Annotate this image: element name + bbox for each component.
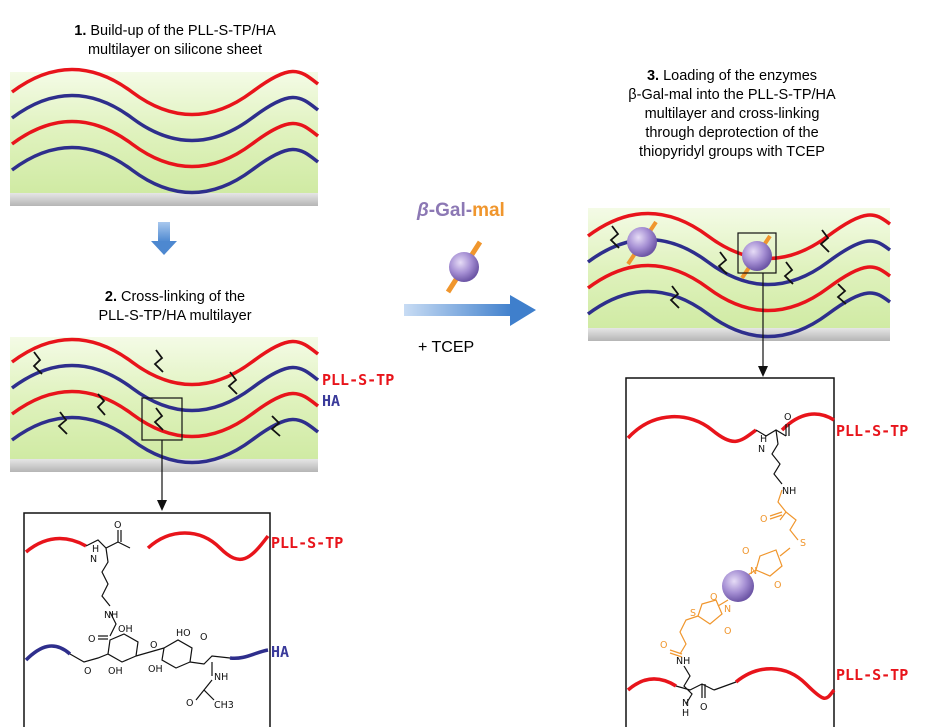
chem-oh: OH	[148, 664, 163, 675]
ha-layer	[10, 93, 320, 143]
panel-buildup	[10, 67, 320, 206]
enzyme-beta: β	[417, 200, 429, 221]
silicone-sheet	[10, 193, 318, 206]
step1-caption: 1. Build-up of the PLL-S-TP/HA multilaye…	[15, 22, 335, 60]
step3-line2: β-Gal-mal into the PLL-S-TP/HA	[628, 87, 836, 103]
chem-s: S	[800, 538, 806, 549]
step1-line1: Build-up of the PLL-S-TP/HA	[90, 23, 276, 39]
reagent-label: + TCEP	[418, 339, 475, 356]
chem-o: O	[760, 514, 767, 525]
enzyme-sphere	[722, 570, 754, 602]
chem-h: H	[92, 544, 99, 555]
chem-o: O	[700, 702, 707, 713]
pll-chain	[24, 536, 87, 554]
crosslinks	[32, 349, 281, 437]
ha-layer	[10, 415, 320, 465]
chem-o: O	[784, 412, 791, 423]
ha-chain	[229, 648, 269, 661]
zoom-detail-right: H N O NH NH O H N O S O N O O N O S O	[625, 377, 836, 727]
enzyme-mal: mal	[472, 200, 505, 221]
chem-o: O	[186, 698, 193, 709]
enzyme-loaded	[626, 220, 658, 266]
ha-label-mid: HA	[322, 392, 341, 410]
chem-n: N	[750, 566, 757, 577]
chem-n: N	[682, 698, 689, 709]
ha-layer	[10, 145, 320, 195]
step2-line2: PLL-S-TP/HA multilayer	[98, 308, 252, 324]
step3-line5: thiopyridyl groups with TCEP	[639, 144, 825, 160]
panel-loaded	[586, 208, 892, 377]
chem-oh: OH	[108, 666, 123, 677]
enzyme-loaded	[740, 234, 772, 280]
zoom-box	[737, 232, 777, 274]
pll-chain	[734, 667, 836, 700]
pll-chain	[626, 414, 758, 443]
chem-n: N	[758, 444, 765, 455]
chem-o: O	[660, 640, 667, 651]
main-arrow	[404, 295, 536, 326]
step3-caption: 3. Loading of the enzymes β-Gal-mal into…	[582, 67, 882, 162]
ha-label-zoom-left: HA	[271, 643, 290, 661]
chem-o: O	[88, 634, 95, 645]
step3-line3: multilayer and cross-linking	[644, 106, 820, 122]
down-arrow	[151, 222, 177, 255]
pll-label-mid: PLL-S-TP	[322, 371, 395, 389]
chem-ho: HO	[176, 628, 191, 639]
chem-o: O	[742, 546, 749, 557]
step3-line1: Loading of the enzymes	[663, 68, 818, 84]
enzyme-title: β-Gal-mal	[417, 200, 505, 222]
ha-layer	[586, 289, 892, 339]
zoom-detail-left: H N O NH O OH HO O O OH O OH NH O CH3	[23, 512, 271, 727]
panel-crosslinked	[10, 337, 320, 511]
step1-number: 1.	[74, 23, 87, 39]
crosslinks	[609, 225, 847, 309]
pll-label-zoom-right-top: PLL-S-TP	[836, 422, 909, 440]
chem-h: H	[760, 434, 767, 445]
chem-o: O	[710, 592, 717, 603]
pll-layer	[10, 337, 320, 387]
enzyme-molecule	[445, 240, 483, 294]
chem-h: H	[682, 708, 689, 719]
silicone-sheet	[588, 328, 890, 341]
chem-nh: NH	[782, 486, 796, 497]
chem-nh: NH	[104, 610, 118, 621]
chem-s: S	[690, 608, 696, 619]
step3-number: 3.	[646, 68, 660, 84]
chem-o: O	[150, 640, 157, 651]
chem-nh: NH	[676, 656, 690, 667]
pll-label-zoom-right-bottom: PLL-S-TP	[836, 666, 909, 684]
chem-n: N	[90, 554, 97, 565]
substrate-gel	[10, 337, 318, 462]
chem-o: O	[114, 520, 121, 531]
chem-n: N	[724, 604, 731, 615]
chem-nh: NH	[214, 672, 228, 683]
silicone-sheet	[10, 459, 318, 472]
pll-layer	[10, 119, 320, 169]
chem-o: O	[724, 626, 731, 637]
pll-chain	[626, 677, 677, 692]
chem-ch3: CH3	[214, 700, 234, 711]
chem-o: O	[200, 632, 207, 643]
step1-line2: multilayer on silicone sheet	[87, 42, 263, 58]
ha-chain	[24, 644, 72, 662]
pll-layer	[586, 263, 892, 313]
pll-chain	[146, 531, 270, 561]
enzyme-sphere	[449, 252, 479, 282]
chem-oh: OH	[118, 624, 133, 635]
step2-caption: 2. Cross-linking of the PLL-S-TP/HA mult…	[15, 288, 335, 326]
enzyme-gal: -Gal-	[428, 200, 473, 221]
pll-label-zoom-left: PLL-S-TP	[271, 534, 344, 552]
pll-layer	[10, 67, 320, 117]
step2-number: 2.	[104, 289, 117, 305]
chem-o: O	[774, 580, 781, 591]
step2-line1: Cross-linking of the	[121, 289, 246, 305]
chem-o: O	[84, 666, 91, 677]
step3-line4: through deprotection of the	[645, 125, 819, 141]
